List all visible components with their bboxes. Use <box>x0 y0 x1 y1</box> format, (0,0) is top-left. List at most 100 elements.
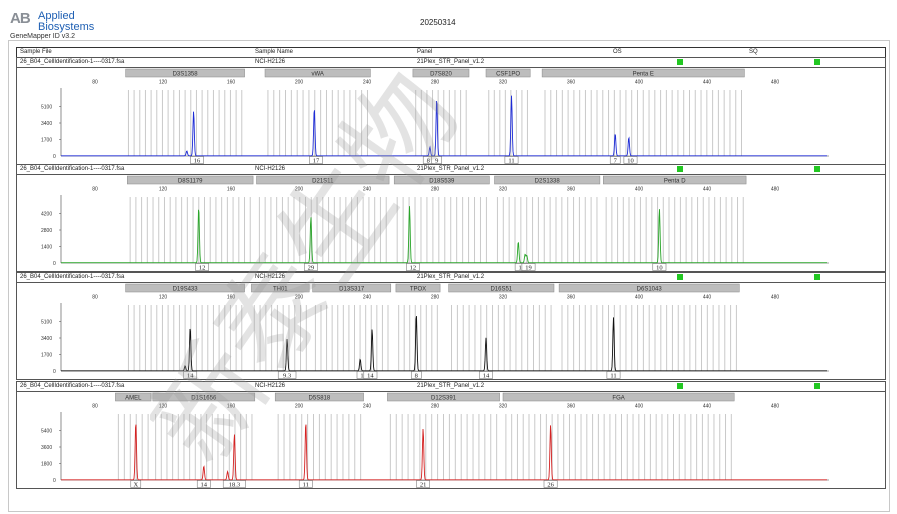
allele-call-box[interactable] <box>504 156 519 164</box>
allele-call[interactable]: 12 <box>195 263 209 272</box>
locus-marker[interactable]: D16S51 <box>448 283 555 293</box>
allele-call-box[interactable] <box>183 371 198 379</box>
brand-name: Applied Biosystems <box>38 11 94 33</box>
locus-marker[interactable]: D2S1338 <box>494 175 601 185</box>
locus-bar[interactable] <box>412 68 470 78</box>
allele-call[interactable]: 26 <box>543 480 558 489</box>
locus-bar[interactable] <box>448 283 555 293</box>
locus-marker[interactable]: D12S391 <box>387 392 500 402</box>
allele-call-box[interactable] <box>411 371 422 379</box>
allele-call-box[interactable] <box>623 156 638 164</box>
allele-call[interactable]: 14 <box>183 371 198 380</box>
locus-bar[interactable] <box>312 283 392 293</box>
sq-quality-flag <box>814 59 820 65</box>
col-sq: SQ <box>749 49 758 55</box>
allele-call-box[interactable] <box>277 371 297 379</box>
allele-call-box[interactable] <box>222 480 246 488</box>
allele-call-box[interactable] <box>543 480 558 488</box>
allele-call[interactable]: 21 <box>416 480 430 489</box>
locus-marker[interactable]: D13S317 <box>312 283 392 293</box>
locus-marker[interactable]: AMEL <box>115 392 152 402</box>
allele-call-box[interactable] <box>431 156 442 164</box>
locus-marker[interactable]: D18S539 <box>393 175 490 185</box>
locus-label: D18S539 <box>429 178 455 184</box>
allele-call-label: 14 <box>483 372 490 379</box>
allele-call-label: 17 <box>313 157 320 164</box>
locus-marker[interactable]: Penta D <box>603 175 747 185</box>
allele-call-box[interactable] <box>298 480 313 488</box>
allele-call[interactable]: 14 <box>479 371 493 380</box>
allele-call[interactable]: 12 <box>406 263 420 272</box>
locus-bar[interactable] <box>125 68 245 78</box>
locus-bar[interactable] <box>502 392 735 402</box>
locus-marker[interactable]: D7S820 <box>412 68 470 78</box>
x-tick-label: 320 <box>499 295 508 301</box>
allele-call[interactable]: 17 <box>309 156 323 165</box>
allele-call-box[interactable] <box>609 156 621 164</box>
allele-call-box[interactable] <box>416 480 430 488</box>
allele-call-box[interactable] <box>521 263 536 271</box>
locus-bar[interactable] <box>603 175 747 185</box>
allele-call[interactable]: 11 <box>504 156 519 165</box>
locus-bar[interactable] <box>251 283 310 293</box>
locus-marker[interactable]: CSF1PO <box>485 68 531 78</box>
locus-marker[interactable]: D19S433 <box>125 283 245 293</box>
locus-marker[interactable]: FGA <box>502 392 735 402</box>
allele-call-box[interactable] <box>130 480 142 488</box>
allele-call[interactable]: 16 <box>190 156 204 165</box>
allele-call[interactable]: 29 <box>304 263 318 272</box>
locus-marker[interactable]: Penta E <box>541 68 745 78</box>
allele-call[interactable]: 14 <box>196 480 211 489</box>
locus-bar[interactable] <box>127 175 254 185</box>
locus-bar[interactable] <box>485 68 531 78</box>
locus-marker[interactable]: D21S11 <box>256 175 390 185</box>
locus-marker[interactable]: D6S1043 <box>558 283 740 293</box>
locus-bar[interactable] <box>152 392 256 402</box>
locus-marker[interactable]: TH01 <box>251 283 310 293</box>
x-tick-label: 120 <box>159 187 168 193</box>
allele-call[interactable]: 9.3 <box>277 371 297 380</box>
locus-bar[interactable] <box>558 283 740 293</box>
x-tick-label: 80 <box>92 295 98 301</box>
allele-call-box[interactable] <box>309 156 323 164</box>
allele-call-label: 14 <box>187 372 194 379</box>
allele-call-box[interactable] <box>479 371 493 379</box>
locus-bar[interactable] <box>393 175 490 185</box>
locus-bar[interactable] <box>395 283 441 293</box>
allele-call[interactable]: 19 <box>521 263 536 272</box>
locus-marker[interactable]: D1S1656 <box>152 392 256 402</box>
locus-bar[interactable] <box>274 392 364 402</box>
allele-call[interactable]: 18.3 <box>222 480 246 489</box>
allele-call-box[interactable] <box>304 263 318 271</box>
allele-call[interactable]: 14 <box>363 371 378 380</box>
locus-marker[interactable]: TPOX <box>395 283 441 293</box>
locus-bar[interactable] <box>125 283 245 293</box>
panel-name: 21Plex_STR_Panel_v1.2 <box>417 59 485 65</box>
locus-marker[interactable]: D8S1179 <box>127 175 254 185</box>
allele-call-box[interactable] <box>196 480 211 488</box>
locus-marker[interactable]: D5S818 <box>274 392 364 402</box>
locus-bar[interactable] <box>494 175 601 185</box>
locus-bar[interactable] <box>541 68 745 78</box>
allele-call-box[interactable] <box>406 263 420 271</box>
allele-call[interactable]: 7 <box>609 156 621 165</box>
allele-call[interactable]: 11 <box>606 371 621 380</box>
locus-bar[interactable] <box>387 392 500 402</box>
allele-call[interactable]: X <box>130 480 142 489</box>
locus-bar[interactable] <box>264 68 371 78</box>
allele-call[interactable]: 8 <box>411 371 422 380</box>
allele-call-box[interactable] <box>195 263 209 271</box>
allele-call[interactable]: 10 <box>652 263 667 272</box>
allele-call-box[interactable] <box>606 371 621 379</box>
allele-call[interactable]: 11 <box>298 480 313 489</box>
allele-call-box[interactable] <box>190 156 204 164</box>
locus-marker[interactable]: vWA <box>264 68 371 78</box>
locus-bar[interactable] <box>256 175 390 185</box>
locus-bar[interactable] <box>115 392 152 402</box>
allele-call[interactable]: 9 <box>431 156 442 165</box>
allele-call-box[interactable] <box>652 263 667 271</box>
locus-marker[interactable]: D3S1358 <box>125 68 245 78</box>
allele-call[interactable]: 10 <box>623 156 638 165</box>
allele-call-box[interactable] <box>363 371 378 379</box>
